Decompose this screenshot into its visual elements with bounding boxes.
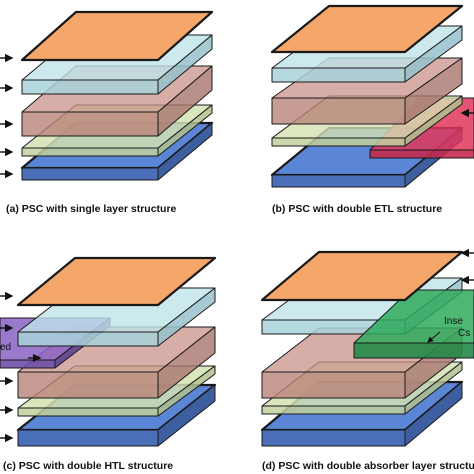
panel-d-caption: (d) PSC with double absorber layer struc… [262, 460, 474, 472]
panel-c-inset-label: ed [0, 342, 11, 353]
panel-a-caption: (a) PSC with single layer structure [6, 203, 177, 215]
panel-c-top-electrode [16, 256, 217, 307]
panel-d-inset-leader [427, 331, 441, 343]
panel-c-caption: (c) PSC with double HTL structure [3, 460, 173, 472]
panel-b-caption: (b) PSC with double ETL structure [272, 203, 442, 215]
panel-a: (a) PSC with single layer structure [0, 10, 214, 215]
panel-d-inset-layer: Inse Cs [353, 289, 474, 359]
panel-d-arrows [460, 248, 474, 285]
panel-c: ed (c) PSC with double HTL structure [0, 256, 217, 472]
panel-d: Inse Cs (d) PSC with double absorber lay… [260, 248, 474, 472]
panel-a-top-electrode [20, 10, 214, 62]
panel-b-top-electrode [270, 4, 464, 54]
panel-a-arrows [0, 53, 14, 179]
panel-d-inset-label-line1: Inse [444, 316, 463, 327]
panel-d-inset-label-line2: Cs [458, 328, 470, 339]
panel-b: (b) PSC with double ETL structure [270, 4, 474, 215]
panel-c-arrows [0, 291, 42, 443]
